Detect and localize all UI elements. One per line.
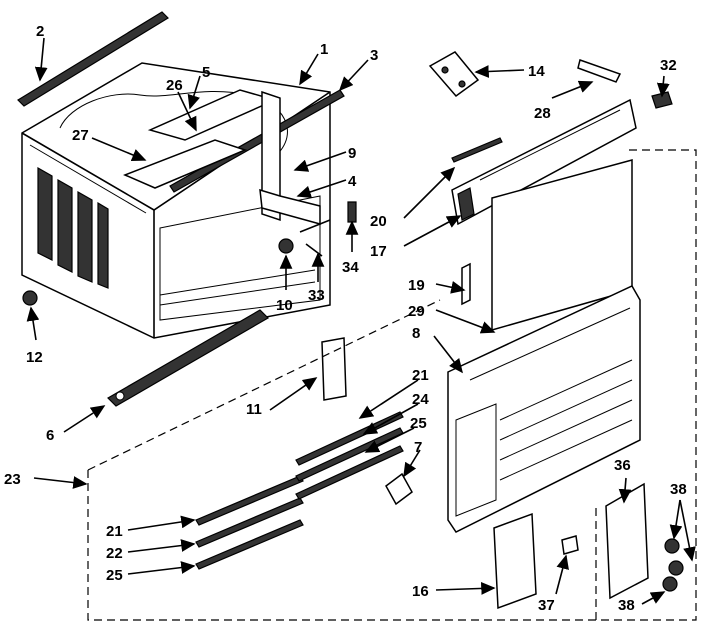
bracket-7 <box>385 472 413 506</box>
label-26: 26 <box>166 77 183 94</box>
leader-lines <box>26 37 696 605</box>
knob-37 <box>561 535 579 555</box>
label-28: 28 <box>534 105 551 122</box>
label-10: 10 <box>276 297 293 314</box>
label-4: 4 <box>348 173 357 190</box>
base-rail <box>107 309 269 407</box>
front-grille <box>447 285 641 533</box>
label-19: 19 <box>408 277 425 294</box>
label-21-bottom: 21 <box>106 523 123 540</box>
louvers <box>37 166 109 289</box>
insulation-pads <box>123 89 281 222</box>
latch-28 <box>577 59 622 83</box>
clip-19 <box>461 262 471 306</box>
label-33: 33 <box>308 287 325 304</box>
kit-boundary <box>87 149 697 621</box>
label-11: 11 <box>246 401 262 418</box>
label-25-bottom: 25 <box>106 567 123 584</box>
rod-20 <box>451 137 503 163</box>
foam-block <box>321 337 347 401</box>
label-29: 29 <box>408 303 425 320</box>
label-27: 27 <box>72 127 89 144</box>
bracket <box>259 188 321 225</box>
label-7: 7 <box>414 439 422 456</box>
label-8: 8 <box>412 325 420 342</box>
label-1: 1 <box>320 41 328 58</box>
filter-16 <box>493 512 537 610</box>
label-34: 34 <box>342 259 359 276</box>
label-20: 20 <box>370 213 387 230</box>
label-38-bottom: 38 <box>618 597 635 614</box>
cabinet <box>21 62 331 339</box>
part-labels: 2 1 3 5 26 27 9 4 34 10 33 12 6 11 14 28… <box>4 23 687 614</box>
label-9: 9 <box>348 145 356 162</box>
vent-panel <box>451 98 637 226</box>
label-38-top: 38 <box>670 481 687 498</box>
label-14: 14 <box>528 63 545 80</box>
label-32: 32 <box>660 57 677 74</box>
label-12: 12 <box>26 349 43 366</box>
nut-10 <box>278 238 294 254</box>
knobs <box>662 538 684 592</box>
label-21-top: 21 <box>412 367 429 384</box>
label-3: 3 <box>370 47 378 64</box>
label-37: 37 <box>538 597 555 614</box>
slide-strips <box>195 411 404 570</box>
label-24: 24 <box>412 391 429 408</box>
deflector-14 <box>428 51 480 98</box>
label-22: 22 <box>106 545 123 562</box>
label-25-top: 25 <box>410 415 427 432</box>
label-17: 17 <box>370 243 387 260</box>
control-panel <box>605 482 649 600</box>
label-5: 5 <box>202 64 210 81</box>
label-23: 23 <box>4 471 21 488</box>
plug-12 <box>22 290 38 306</box>
label-16: 16 <box>412 583 429 600</box>
top-rail <box>17 11 169 107</box>
screw-34 <box>347 201 357 223</box>
label-2: 2 <box>36 23 44 40</box>
label-36: 36 <box>614 457 631 474</box>
label-6: 6 <box>46 427 54 444</box>
side-rail <box>169 89 345 193</box>
